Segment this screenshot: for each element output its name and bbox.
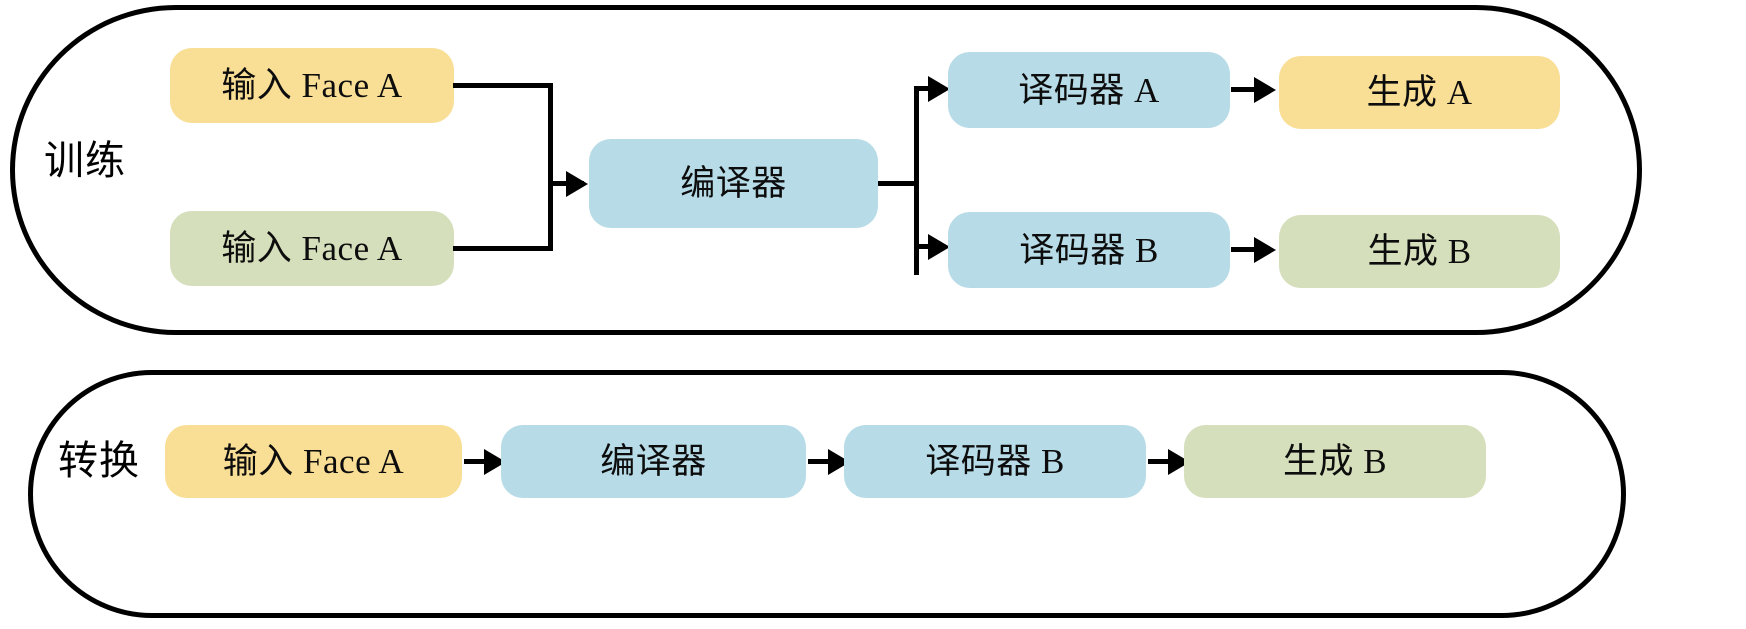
training-frame [10, 5, 1642, 335]
arrow-encoder-to-decoder-b-icon [928, 234, 950, 260]
split-line-top [914, 86, 940, 91]
arrow-encoder-to-decoder-a-icon [928, 76, 950, 102]
training-output-b-label: 生成 B [1367, 232, 1472, 271]
conversion-section-label: 转换 [58, 438, 140, 483]
training-encoder-node[interactable]: 编译器 [589, 139, 878, 228]
training-input-face-a-node[interactable]: 输入 Face A [170, 48, 454, 123]
conversion-output-label: 生成 B [1282, 442, 1388, 481]
training-output-a-label: 生成 A [1366, 73, 1473, 112]
split-line-bottom [914, 244, 940, 249]
training-output-b-node[interactable]: 生成 B [1279, 215, 1560, 288]
conversion-decoder-label: 译码器 B [925, 442, 1065, 481]
split-line-vertical [914, 86, 919, 275]
training-decoder-b-label: 译码器 B [1019, 230, 1159, 270]
training-input-face-a-label: 输入 Face A [221, 66, 403, 105]
merge-line-vertical [548, 83, 553, 251]
line-conversion-encoder-to-decoder [808, 459, 834, 464]
training-encoder-label: 编译器 [680, 164, 787, 203]
line-decoder-b-to-output-b [1231, 247, 1261, 252]
arrow-merge-to-encoder-icon [566, 171, 588, 197]
training-section-label: 训练 [44, 138, 126, 183]
conversion-decoder-node[interactable]: 译码器 B [844, 425, 1146, 498]
arrow-conversion-input-to-encoder-icon [484, 449, 506, 475]
line-conversion-input-to-encoder [464, 459, 490, 464]
line-conversion-decoder-to-output [1148, 459, 1174, 464]
conversion-input-node[interactable]: 输入 Face A [165, 425, 462, 498]
merge-line-bottom [453, 246, 553, 251]
split-line-from-encoder [878, 181, 918, 186]
conversion-encoder-label: 编译器 [600, 442, 707, 481]
training-output-a-node[interactable]: 生成 A [1279, 56, 1560, 129]
conversion-encoder-node[interactable]: 编译器 [501, 425, 806, 498]
conversion-output-node[interactable]: 生成 B [1184, 425, 1486, 498]
conversion-input-label: 输入 Face A [222, 442, 405, 481]
line-decoder-a-to-output-a [1231, 87, 1261, 92]
diagram-title: Face swap autoencoder training and conve… [0, 0, 1, 1]
training-input-face-b-node[interactable]: 输入 Face A [170, 211, 454, 286]
arrow-decoder-b-to-output-b-icon [1254, 237, 1276, 263]
training-input-face-b-label: 输入 Face A [221, 229, 403, 268]
merge-line-top [453, 83, 553, 88]
training-decoder-b-node[interactable]: 译码器 B [948, 212, 1230, 288]
training-decoder-a-node[interactable]: 译码器 A [948, 52, 1230, 128]
arrow-decoder-a-to-output-a-icon [1254, 77, 1276, 103]
training-decoder-a-label: 译码器 A [1018, 70, 1160, 110]
conversion-frame [28, 370, 1626, 618]
